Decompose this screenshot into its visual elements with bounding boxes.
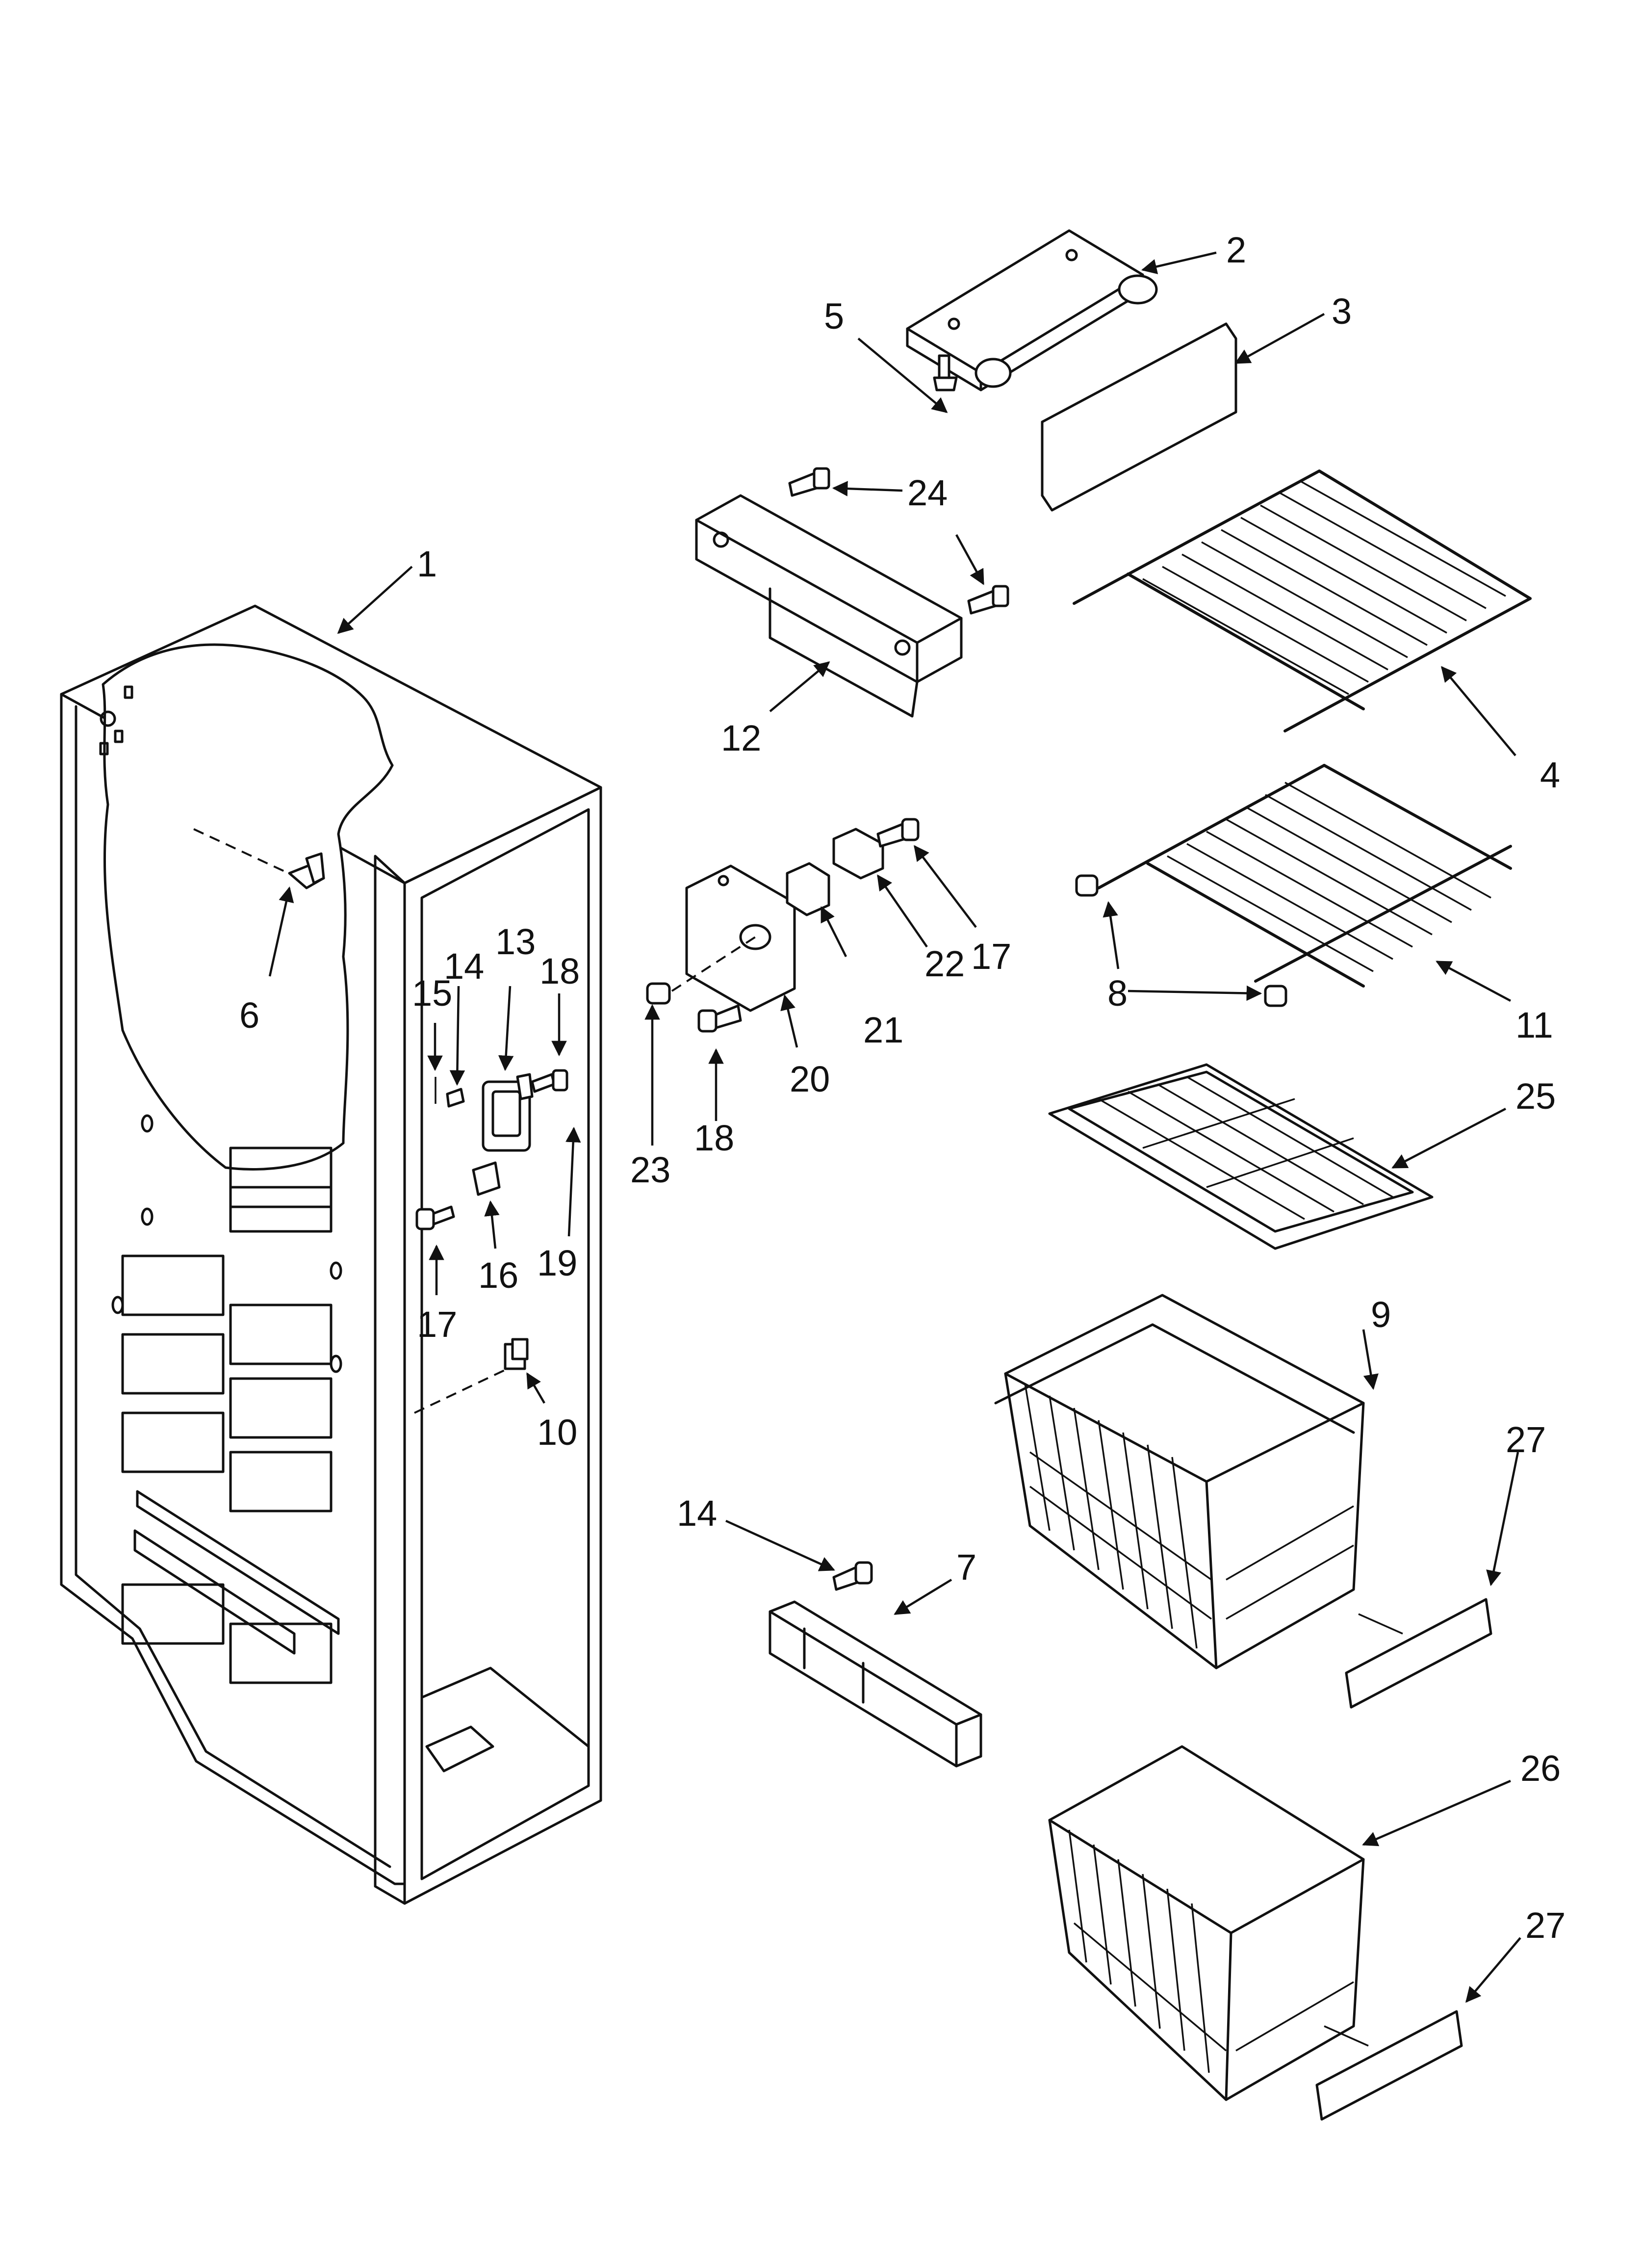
callout-23: 23 bbox=[630, 1149, 670, 1190]
callout-4: 4 bbox=[1540, 755, 1560, 795]
callout-15: 15 bbox=[412, 973, 452, 1014]
callout-7: 7 bbox=[956, 1547, 976, 1588]
callout-27b: 27 bbox=[1525, 1905, 1565, 1946]
callout-9: 9 bbox=[1371, 1294, 1391, 1335]
callout-21: 21 bbox=[863, 1010, 903, 1050]
callout-14a: 14 bbox=[444, 946, 484, 987]
callout-10: 10 bbox=[537, 1412, 577, 1453]
part-25-tray bbox=[1048, 1063, 1434, 1250]
part-10-switch bbox=[504, 1338, 529, 1370]
part-12-bracket bbox=[695, 494, 963, 718]
callout-24: 24 bbox=[907, 472, 948, 513]
part-6-clip bbox=[288, 852, 325, 889]
part-27-divider-lower bbox=[1315, 2010, 1463, 2121]
callout-16: 16 bbox=[478, 1255, 518, 1296]
callout-12: 12 bbox=[721, 718, 761, 758]
callout-18a: 18 bbox=[539, 951, 580, 991]
part-14-screw bbox=[832, 1561, 873, 1591]
freezer-liner bbox=[60, 604, 602, 1905]
callout-17a: 17 bbox=[417, 1304, 457, 1345]
part-22-board bbox=[832, 828, 884, 880]
part-26-basket bbox=[1048, 1745, 1365, 2101]
callout-14b: 14 bbox=[677, 1493, 717, 1534]
part-11-shelf bbox=[1075, 764, 1512, 1007]
part-23-knob bbox=[646, 982, 671, 1005]
part-18-screw bbox=[697, 1004, 742, 1033]
callout-20: 20 bbox=[790, 1059, 830, 1099]
callout-labels: 1 2 3 4 5 6 7 8 9 10 11 12 13 14 14 15 1… bbox=[239, 230, 1565, 1946]
part-17-screw bbox=[876, 818, 920, 848]
part-20-housing bbox=[685, 864, 796, 1012]
callout-11: 11 bbox=[1515, 1005, 1553, 1045]
part-27-divider-upper bbox=[1345, 1598, 1492, 1709]
callout-19: 19 bbox=[537, 1243, 577, 1283]
leader-lines bbox=[268, 251, 1521, 2003]
callout-8: 8 bbox=[1107, 973, 1128, 1014]
part-21-bracket bbox=[786, 862, 830, 916]
callout-2: 2 bbox=[1226, 230, 1246, 270]
part-4-shelf bbox=[1073, 469, 1532, 732]
liner-side-components bbox=[415, 1069, 568, 1230]
part-24-screws bbox=[788, 467, 1009, 615]
callout-17b: 17 bbox=[971, 936, 1011, 977]
callout-18b: 18 bbox=[694, 1118, 734, 1158]
part-3-cover bbox=[1041, 322, 1237, 512]
part-9-basket bbox=[994, 1294, 1365, 1669]
callout-5: 5 bbox=[824, 296, 844, 337]
callout-1: 1 bbox=[417, 544, 437, 584]
callout-25: 25 bbox=[1515, 1076, 1556, 1117]
callout-22: 22 bbox=[924, 943, 965, 984]
part-7-bracket bbox=[769, 1600, 982, 1768]
callout-13: 13 bbox=[495, 921, 536, 962]
callout-3: 3 bbox=[1332, 291, 1352, 332]
callout-26: 26 bbox=[1520, 1748, 1561, 1789]
callout-27a: 27 bbox=[1506, 1419, 1546, 1460]
part-5-screw bbox=[933, 354, 958, 391]
callout-6: 6 bbox=[239, 995, 259, 1036]
